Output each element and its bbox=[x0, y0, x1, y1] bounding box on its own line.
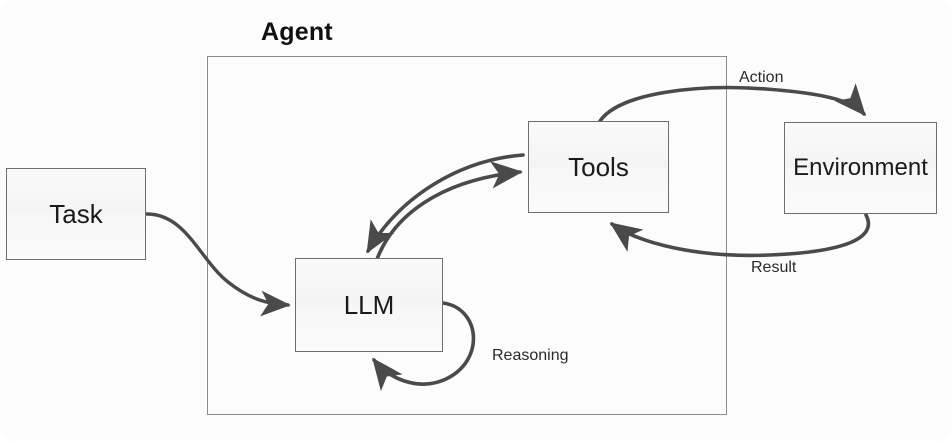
node-llm-label: LLM bbox=[343, 289, 395, 320]
node-tools-label: Tools bbox=[568, 151, 629, 182]
node-task: Task bbox=[6, 168, 146, 260]
edge-label-reasoning: Reasoning bbox=[492, 347, 569, 364]
node-environment: Environment bbox=[784, 122, 937, 214]
node-llm: LLM bbox=[295, 258, 443, 352]
agent-container-box bbox=[207, 56, 727, 415]
node-task-label: Task bbox=[49, 198, 103, 229]
node-environment-label: Environment bbox=[793, 154, 928, 181]
node-tools: Tools bbox=[528, 121, 669, 213]
agent-container-label: Agent bbox=[261, 18, 333, 46]
edge-label-result: Result bbox=[751, 259, 797, 276]
edge-label-action: Action bbox=[739, 69, 784, 86]
